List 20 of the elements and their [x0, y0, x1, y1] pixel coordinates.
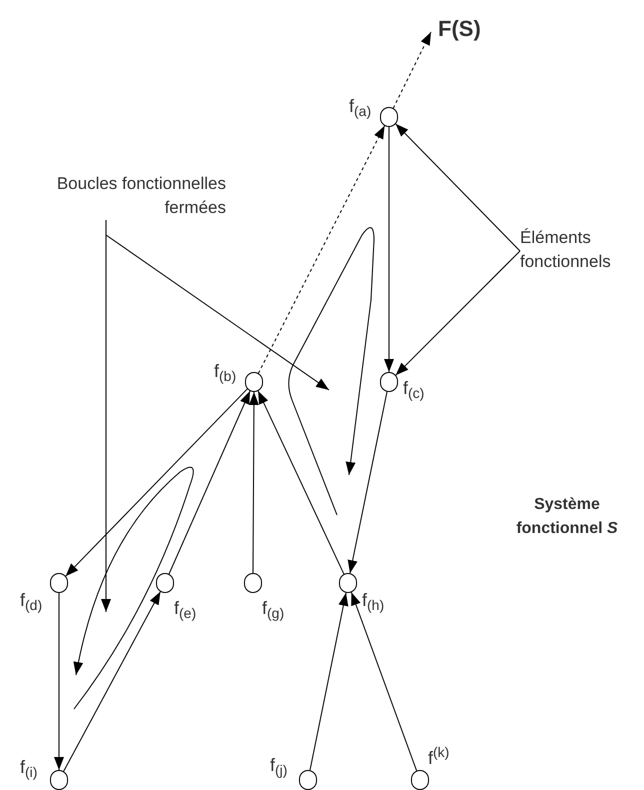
arrow: [384, 126, 394, 372]
arrow: [65, 388, 248, 577]
arrow: [350, 592, 418, 772]
text-label: Boucles fonctionnelles fermées: [8, 172, 226, 220]
arrow: [258, 390, 344, 575]
node-label: f$^{(k)}$: [428, 748, 450, 768]
leader-arrow: [395, 250, 520, 376]
arrow: [310, 592, 348, 771]
arrow: [392, 32, 432, 109]
leader-arrow: [395, 123, 520, 252]
arrow: [248, 392, 259, 574]
arrow: [168, 390, 250, 574]
arrow: [63, 591, 161, 772]
arrow: [258, 125, 386, 374]
arrow: [54, 592, 64, 770]
arrow: [348, 391, 388, 574]
leader-arrow: [101, 220, 111, 612]
text-label: F(S): [438, 12, 481, 45]
text-label: Éléments fonctionnels: [520, 226, 644, 274]
system-label: Système fonctionnel S: [515, 495, 619, 539]
